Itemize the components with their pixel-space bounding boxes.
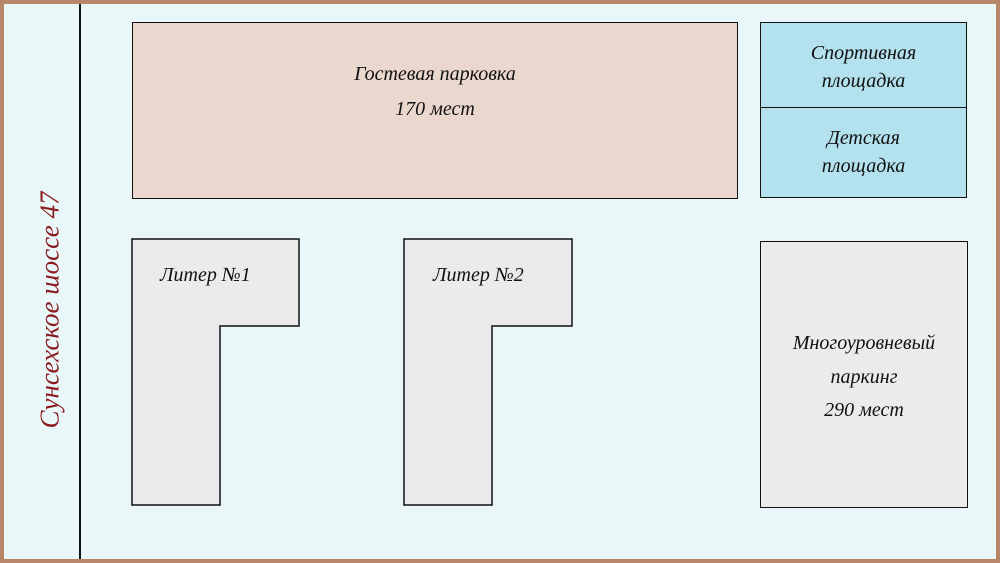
- guest-parking-capacity: 170 мест: [395, 98, 475, 120]
- sports-ground-label-line1: Спортивная: [810, 42, 917, 64]
- kids-ground-label-line2: площадка: [821, 155, 906, 177]
- liter-1-building: [131, 238, 300, 506]
- liter-1-label: Литер №1: [160, 264, 251, 286]
- multilevel-parking-building: Многоуровневый паркинг 290 мест: [760, 241, 968, 508]
- kids-ground-label-line1: Детская: [827, 127, 900, 149]
- sports-ground-label-line2: площадка: [821, 70, 906, 92]
- street-name: Сунсехское шоссе 47: [34, 191, 65, 429]
- multilevel-parking-label-line2: паркинг: [830, 366, 898, 388]
- multilevel-parking-label: Многоуровневый паркинг: [761, 326, 967, 394]
- guest-parking-title: Гостевая парковка: [354, 63, 516, 85]
- kids-ground-area: Детская площадка: [760, 107, 967, 198]
- sports-ground-area: Спортивная площадка: [760, 22, 967, 109]
- multilevel-parking-label-line1: Многоуровневый: [792, 332, 936, 354]
- multilevel-parking-capacity: 290 мест: [824, 399, 904, 421]
- liter-2-label: Литер №2: [433, 264, 524, 286]
- liter-2-building: [403, 238, 573, 506]
- guest-parking-area: Гостевая парковка 170 мест: [132, 22, 738, 199]
- road-boundary-line: [79, 4, 81, 559]
